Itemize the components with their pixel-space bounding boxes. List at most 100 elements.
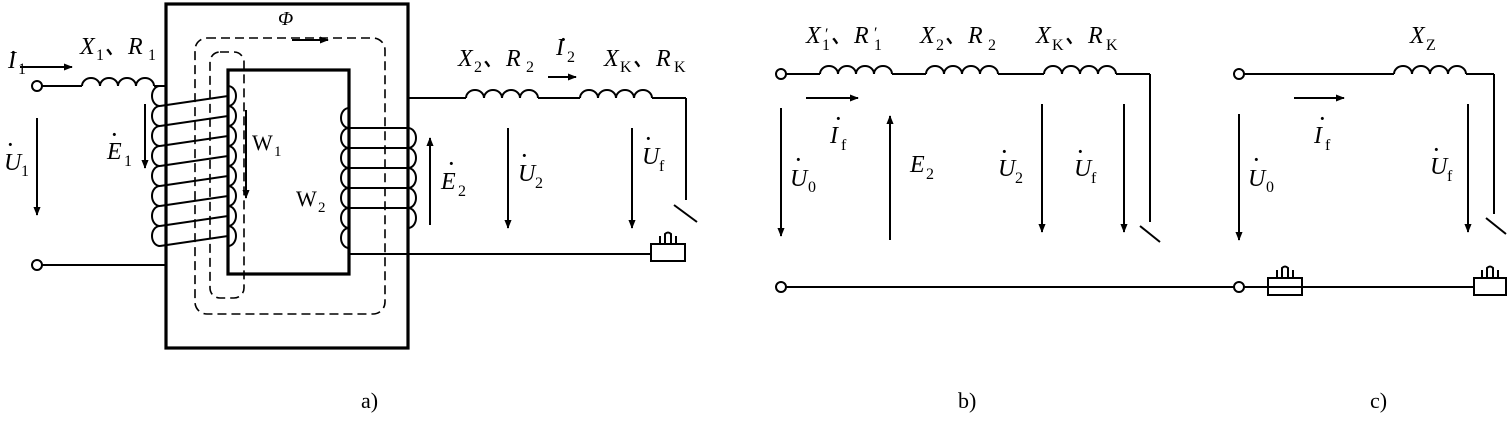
svg-text:U: U	[642, 144, 661, 170]
svg-text:W: W	[252, 130, 273, 155]
svg-text:K: K	[620, 59, 632, 76]
panel-a: Φ	[4, 2, 698, 350]
svg-text:1: 1	[148, 47, 156, 64]
svg-text:U: U	[4, 150, 23, 176]
svg-text:·: ·	[1076, 137, 1085, 166]
svg-text:·: ·	[644, 124, 653, 153]
svg-text:X: X	[919, 23, 936, 49]
coil-x1r1	[81, 77, 155, 87]
svg-text:K: K	[674, 59, 686, 76]
svg-text:f: f	[1325, 137, 1331, 154]
label-uf-c: · U f	[1430, 135, 1453, 185]
svg-text:·: ·	[1000, 137, 1009, 166]
svg-text:X: X	[1035, 23, 1052, 49]
label-u2-b: · U 2	[998, 137, 1023, 187]
electrode-switch	[673, 204, 698, 223]
svg-text:·: ·	[447, 149, 456, 178]
label-u2-a: · U 2	[518, 141, 543, 192]
svg-text:E: E	[106, 139, 122, 165]
svg-text:I: I	[829, 123, 839, 149]
svg-text:f: f	[1447, 168, 1453, 185]
svg-text:2: 2	[535, 175, 543, 192]
svg-text:f: f	[1091, 170, 1097, 187]
svg-text:1: 1	[18, 61, 26, 78]
primary-terminal-bottom	[31, 259, 43, 271]
svg-text:U: U	[1430, 154, 1449, 180]
svg-text:W: W	[296, 186, 317, 211]
svg-text:、R: 、R	[1064, 23, 1103, 49]
svg-text:′: ′	[825, 26, 829, 43]
label-if-b: · I f	[829, 104, 847, 154]
svg-text:′: ′	[874, 25, 878, 42]
label-uf-b: · U f	[1074, 137, 1097, 187]
svg-text:1: 1	[822, 37, 830, 54]
flux-path-main	[194, 37, 386, 315]
svg-text:Z: Z	[1426, 37, 1436, 54]
svg-text:·: ·	[559, 25, 568, 54]
svg-text:·: ·	[794, 145, 803, 174]
label-uf-a: · U f	[642, 124, 665, 175]
svg-text:X: X	[1409, 23, 1426, 49]
svg-text:·: ·	[1252, 145, 1261, 174]
svg-text:U: U	[998, 156, 1017, 182]
secondary-winding	[340, 107, 417, 249]
electrode-holder	[650, 231, 686, 262]
svg-text:X: X	[457, 46, 474, 72]
svg-text:2: 2	[458, 183, 466, 200]
coil-x1p-r1p	[819, 65, 893, 75]
flux-path-leak	[209, 51, 245, 299]
svg-text:U: U	[790, 166, 809, 192]
label-u0-c: · U 0	[1248, 145, 1274, 196]
svg-text:2: 2	[936, 37, 944, 54]
panel-c: X Z · I f · U 0 · U f	[1233, 23, 1507, 296]
coil-xkrk-b	[1043, 65, 1117, 75]
electrode-switch-c	[1485, 217, 1507, 235]
svg-text:2: 2	[526, 59, 534, 76]
svg-text:、R: 、R	[482, 46, 521, 72]
svg-text:U: U	[518, 161, 537, 187]
svg-text:1: 1	[96, 47, 104, 64]
svg-text:、R: 、R	[632, 46, 671, 72]
svg-text:·: ·	[9, 38, 18, 67]
svg-text:2: 2	[926, 166, 934, 183]
coil-x2r2	[465, 89, 539, 99]
label-e2: · E 2	[440, 149, 466, 200]
svg-text:X: X	[79, 34, 96, 60]
svg-text:U: U	[1248, 166, 1267, 192]
svg-text:U: U	[1074, 156, 1093, 182]
svg-text:、R: 、R	[944, 23, 983, 49]
svg-text:f: f	[841, 137, 847, 154]
svg-text:0: 0	[808, 179, 816, 196]
label-xz: X Z	[1409, 23, 1436, 54]
svg-text:1: 1	[874, 37, 882, 54]
svg-text:·: ·	[520, 141, 529, 170]
label-x2r2-b: X 2 、R 2	[919, 23, 996, 54]
svg-text:·: ·	[1432, 135, 1441, 164]
svg-text:2: 2	[318, 200, 326, 216]
panel-b: X ′ 1 、R ′ 1 X 2 、R 2 X K 、R K · I f · U…	[775, 23, 1303, 296]
label-w2: W 2	[296, 186, 326, 216]
svg-text:E: E	[909, 152, 925, 178]
terminal-c-bottom	[1233, 281, 1245, 293]
caption-a: a)	[361, 388, 378, 413]
flux-label: Φ	[278, 8, 293, 30]
electrode-holder-b	[1267, 265, 1303, 296]
svg-text:·: ·	[6, 130, 15, 159]
svg-text:1: 1	[274, 144, 282, 160]
svg-text:0: 0	[1266, 179, 1274, 196]
coil-x2r2-b	[925, 65, 999, 75]
label-x2r2-a: X 2 、R 2	[457, 46, 534, 76]
label-i1: · I 1	[7, 38, 26, 78]
svg-text:E: E	[440, 169, 456, 195]
label-xkrk-b: X K 、R K	[1035, 23, 1118, 54]
svg-text:X: X	[805, 23, 822, 49]
svg-text:f: f	[659, 158, 665, 175]
label-e1: · E 1	[106, 120, 132, 170]
caption-b: b)	[958, 388, 976, 413]
primary-terminal-top	[31, 80, 43, 92]
label-w1: W 1	[252, 130, 282, 160]
label-xkrk-a: X K 、R K	[603, 46, 686, 76]
svg-text:1: 1	[124, 153, 132, 170]
